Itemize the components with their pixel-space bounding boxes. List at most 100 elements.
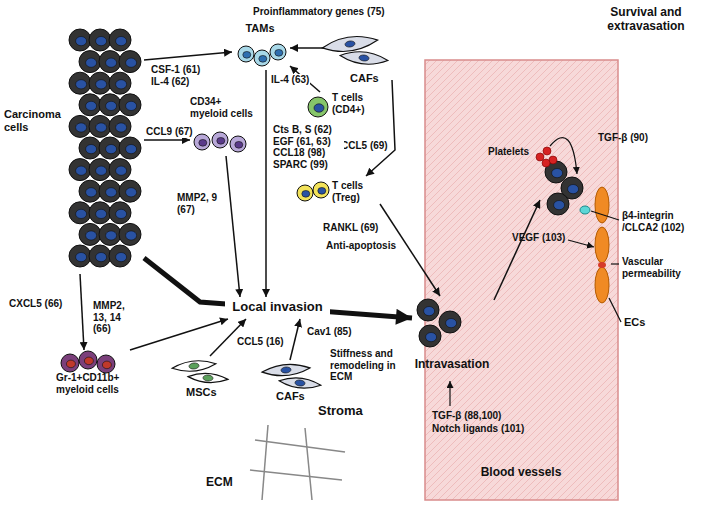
- connector-arrow: [144, 139, 190, 141]
- drawing-part: [69, 202, 91, 224]
- note-label: Vascular permeability: [622, 256, 702, 279]
- note-label: Stroma: [318, 404, 363, 419]
- carcinoma-cell: [89, 202, 111, 224]
- signal-label: MMP2, 9 (67): [176, 192, 224, 215]
- drawing-part: [96, 209, 107, 218]
- leader-line: [609, 298, 621, 322]
- drawing-part: [79, 137, 101, 159]
- connector-arrow: [130, 319, 228, 350]
- drawing-part: [84, 357, 93, 365]
- drawing-part: [96, 166, 107, 175]
- extravasating-cells: Survival and extravasation: [540, 150, 590, 220]
- drawing-part: [254, 50, 270, 66]
- node-label: MSCs: [186, 386, 232, 399]
- carcinoma-cell: [69, 159, 91, 181]
- drawing-part: [419, 325, 441, 347]
- drawing-part: [69, 115, 91, 137]
- connector-arrow: [226, 156, 240, 297]
- note-label: ECs: [624, 316, 645, 329]
- signal-label: Proinflammatory genes (75): [252, 6, 386, 18]
- drawing-part: [96, 80, 107, 89]
- node-label: Carcinoma cells: [4, 108, 64, 133]
- signal-label: IL-4 (63): [270, 74, 310, 86]
- intravasating-cells: Intravasation: [412, 296, 494, 378]
- node-label: Local invasion: [225, 300, 330, 315]
- myeloid-cell: [97, 355, 115, 373]
- drawing-part: [76, 166, 87, 175]
- treg-cells: T cells (Treg): [296, 176, 380, 210]
- drawing-part: [126, 101, 137, 110]
- carcinoma-cell: [99, 180, 121, 202]
- drawing-part: [89, 245, 111, 267]
- note-label: Platelets: [488, 146, 529, 158]
- connector-arrow: [290, 319, 300, 360]
- integrin-contact: [580, 206, 590, 214]
- drawing-part: [424, 306, 435, 315]
- drawing-part: [318, 187, 326, 194]
- node-label: T cells (Treg): [332, 180, 378, 203]
- drawing-part: [275, 49, 283, 56]
- carcinoma-cell: [119, 94, 141, 116]
- myeloid-cell: [194, 134, 210, 150]
- tumor-cell: [419, 325, 441, 347]
- drawing-part: [86, 58, 97, 67]
- drawing-part: [279, 376, 322, 390]
- carcinoma-cell: [79, 180, 101, 202]
- drawing-part: [194, 134, 210, 150]
- carcinoma-cell: [109, 72, 131, 94]
- drawing-part: [119, 137, 141, 159]
- note-label: Anti-apoptosis: [326, 240, 396, 252]
- tumor-cell: [439, 311, 461, 333]
- drawing-part: [96, 252, 107, 261]
- carcinoma-cell: [89, 159, 111, 181]
- carcinoma-cell: [69, 72, 91, 94]
- drawing-part: [86, 231, 97, 240]
- drawing-part: [76, 209, 87, 218]
- drawing-part: [106, 188, 117, 197]
- drawing-part: [426, 332, 437, 341]
- t-cell: [308, 97, 328, 117]
- drawing-part: [79, 94, 101, 116]
- drawing-part: [116, 252, 127, 261]
- drawing-part: [86, 101, 97, 110]
- drawing-part: [295, 379, 306, 386]
- caf-cells: CAFs: [324, 26, 392, 87]
- node-label: CD34+ myeloid cells: [190, 96, 258, 119]
- carcinoma-cell: [119, 51, 141, 73]
- drawing-part: [76, 252, 87, 261]
- ecm-fibre: [255, 440, 345, 452]
- drawing-part: [270, 44, 286, 60]
- macrophage-cell: [238, 46, 254, 62]
- drawing-part: [188, 372, 229, 384]
- drawing-part: [235, 141, 243, 148]
- drawing-part: [69, 29, 91, 51]
- signal-label: CXCL5 (66): [8, 298, 63, 310]
- ecm-fibre: [262, 425, 268, 500]
- carcinoma-cell: [109, 202, 131, 224]
- cd34-myeloid-cells: CD34+ myeloid cells: [190, 96, 260, 156]
- tumor-cell: [547, 193, 569, 215]
- blood-vessel-wall: [425, 60, 618, 500]
- drawing-part: [212, 132, 228, 148]
- drawing-part: [116, 80, 127, 89]
- carcinoma-cell: [99, 94, 121, 116]
- myeloid-cell: [212, 132, 228, 148]
- drawing-part: [116, 36, 127, 45]
- drawing-part: [217, 137, 225, 144]
- drawing-part: [86, 188, 97, 197]
- note-label: VEGF (103): [512, 232, 565, 244]
- drawing-part: [119, 180, 141, 202]
- node-label: CAFs: [350, 72, 390, 85]
- drawing-part: [61, 354, 79, 372]
- drawing-part: [99, 94, 121, 116]
- signal-label: CCL5 (16): [236, 336, 285, 348]
- drawing-part: [262, 362, 311, 377]
- drawing-part: [446, 318, 457, 327]
- t-cell: [313, 182, 329, 198]
- drawing-part: [238, 46, 254, 62]
- drawing-part: [89, 115, 111, 137]
- carcinoma-cell: [79, 137, 101, 159]
- fibroblast-cell: [279, 376, 322, 390]
- drawing-part: [79, 223, 101, 245]
